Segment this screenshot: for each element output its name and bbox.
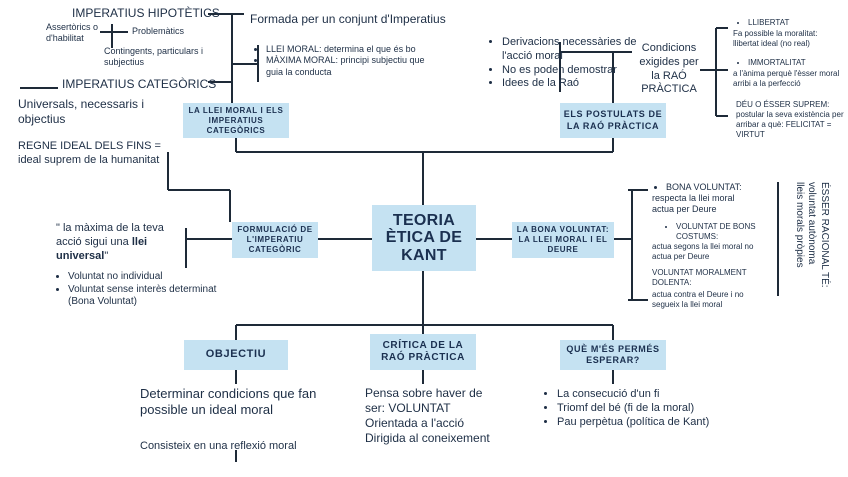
list-item: La consecució d'un fi xyxy=(557,388,717,402)
postulats-label: ELS POSTULATS DE LA RAÓ PRÀCTICA xyxy=(563,109,663,131)
esser-line-2: voluntat autònoma xyxy=(806,182,818,265)
objectiu-text-2: Consisteix en una reflexió moral xyxy=(140,440,297,452)
objectiu-text-1: Determinar condicions que fan possible u… xyxy=(140,386,317,418)
assertorics-label: Assertòrics o d'habilitat xyxy=(46,22,99,44)
formulacio-label: FORMULACIÓ DE L'IMPERATIU CATEGÒRIC xyxy=(237,225,313,254)
dolenta-desc: actua contra el Deure i no segueix la ll… xyxy=(652,290,744,309)
immortalitat-title: IMMORTALITAT xyxy=(748,58,806,68)
center-title: TEORIA ÈTICA DE KANT xyxy=(385,211,463,264)
immortalitat-desc: a l'ànima perquè l'èsser moral arribi a … xyxy=(733,69,840,88)
list-item: Voluntat no individual xyxy=(68,271,218,284)
llei-moral-label: LA LLEI MORAL I ELS IMPERATIUS CATEGÒRIC… xyxy=(188,105,284,135)
critica-box: CRÍTICA DE LA RAÓ PRÀCTICA xyxy=(370,334,476,370)
voluntat-list: Voluntat no individual Voluntat sense in… xyxy=(56,271,218,309)
llei-moral-box: LA LLEI MORAL I ELS IMPERATIUS CATEGÒRIC… xyxy=(183,103,289,138)
llibertat-item: LLIBERTAT xyxy=(736,18,789,28)
regne-label: REGNE IDEAL DELS FINS = ideal suprem de … xyxy=(18,140,161,166)
imperatius-categorics: IMPERATIUS CATEGÒRICS xyxy=(62,77,217,91)
llei-moral-list: LLEI MORAL: determina el que és bo MÀXIM… xyxy=(254,44,426,78)
list-item: LLEI MORAL: determina el que és bo xyxy=(266,44,426,55)
permes-box: QUÈ M'ÉS PERMÉS ESPERAR? xyxy=(560,340,666,370)
bons-costums-desc: actua segons la llei moral no actua per … xyxy=(652,242,754,261)
postulats-list: Derivacions necessàries de l'acció moral… xyxy=(490,36,642,91)
list-item: No es poden demostrar xyxy=(502,64,642,78)
list-item: Pau perpètua (política de Kant) xyxy=(557,416,717,430)
bons-costums-item: VOLUNTAT DE BONS COSTUMS: xyxy=(664,222,764,242)
center-title-box: TEORIA ÈTICA DE KANT xyxy=(372,205,476,271)
list-item: Triomf del bé (fi de la moral) xyxy=(557,402,717,416)
bona-voluntat-item: BONA VOLUNTAT: xyxy=(654,182,742,193)
llibertat-title: LLIBERTAT xyxy=(748,18,789,28)
list-item: MÀXIMA MORAL: principi subjectiu que gui… xyxy=(266,55,426,78)
imperatius-hipotetics: IMPERATIUS HIPOTÈTICS xyxy=(72,6,220,20)
llei-universal: llei universal xyxy=(56,235,148,262)
maxima-quote: " la màxima de la teva acció sigui una l… xyxy=(56,222,164,262)
deu-desc: DÉU O ÉSSER SUPREM: postular la seva exi… xyxy=(736,100,844,139)
critica-text: Pensa sobre haver de ser: VOLUNTAT Orien… xyxy=(365,386,490,445)
llibertat-desc: Fa possible la moralitat: llibertat idea… xyxy=(733,29,818,48)
dolenta-title: VOLUNTAT MORALMENT DOLENTA: xyxy=(652,268,747,287)
esser-line-3: lleis morals pròpies xyxy=(794,182,805,268)
list-item: Idees de la Raó xyxy=(502,77,642,91)
permes-label: QUÈ M'ÉS PERMÉS ESPERAR? xyxy=(566,343,660,365)
esser-racional: ÉSSER RACIONAL TÉ: voluntat autònoma lle… xyxy=(786,182,830,300)
bona-desc: respecta la llei moral actua per Deure xyxy=(652,193,735,215)
problematics-label: Problemàtics xyxy=(132,26,185,36)
esser-line-1: ÉSSER RACIONAL TÉ: xyxy=(819,182,830,288)
list-item: Voluntat sense interès determinat (Bona … xyxy=(68,284,218,309)
formada-label: Formada per un conjunt d'Imperatius xyxy=(250,12,446,26)
immortalitat-item: IMMORTALITAT xyxy=(736,58,806,68)
list-item: Derivacions necessàries de l'acció moral xyxy=(502,36,642,64)
universals-label: Universals, necessaris i objectius xyxy=(18,97,145,126)
bona-voluntat-box: LA BONA VOLUNTAT: LA LLEI MORAL I EL DEU… xyxy=(512,222,614,258)
postulats-box: ELS POSTULATS DE LA RAÓ PRÀCTICA xyxy=(560,103,666,138)
contingents-label: Contingents, particulars i subjectius xyxy=(104,46,204,68)
objectiu-box: OBJECTIU xyxy=(184,340,288,370)
bona-title: BONA VOLUNTAT: xyxy=(666,182,742,193)
critica-label: CRÍTICA DE LA RAÓ PRÀCTICA xyxy=(381,339,465,364)
permes-list: La consecució d'un fi Triomf del bé (fi … xyxy=(545,388,717,429)
bona-voluntat-label: LA BONA VOLUNTAT: LA LLEI MORAL I EL DEU… xyxy=(516,225,610,254)
formulacio-box: FORMULACIÓ DE L'IMPERATIU CATEGÒRIC xyxy=(232,222,318,258)
bons-costums-title: VOLUNTAT DE BONS COSTUMS: xyxy=(676,222,764,242)
objectiu-label: OBJECTIU xyxy=(205,348,267,361)
condicions-label: Condicions exigides per la RAÓ PRÀCTICA xyxy=(639,42,699,96)
